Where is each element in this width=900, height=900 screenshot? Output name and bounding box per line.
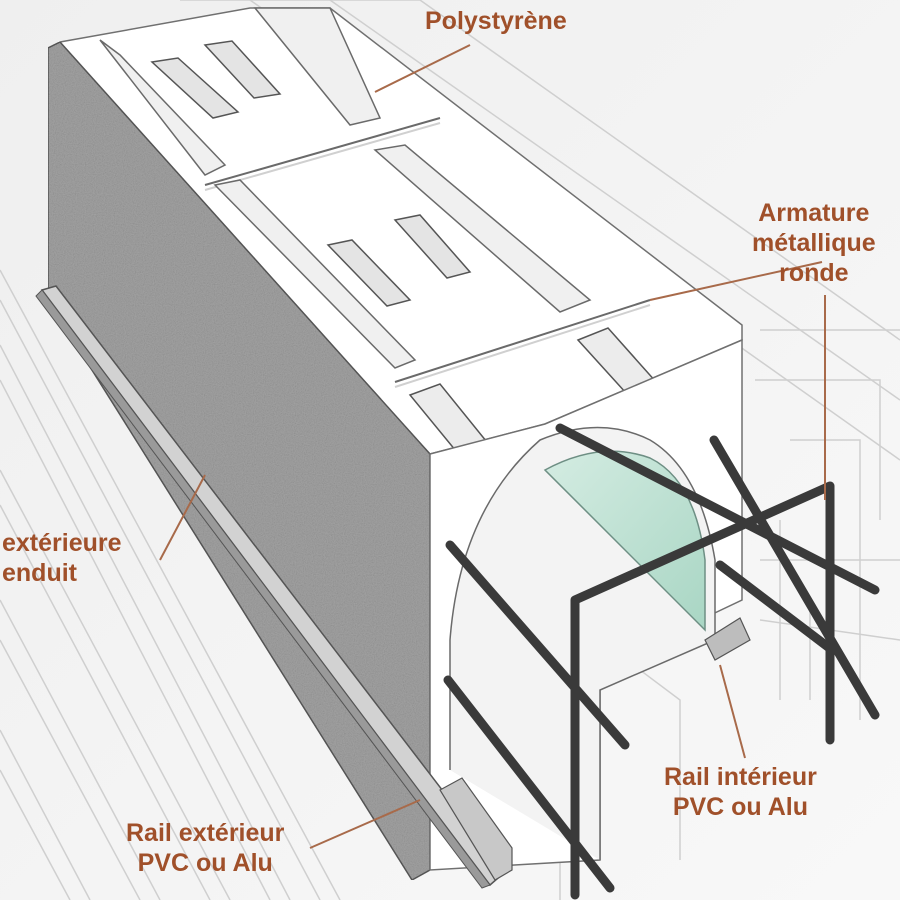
label-armature: Armature métallique ronde — [752, 198, 876, 288]
leader-lines — [159, 44, 826, 849]
label-rail-exterieur-line2: PVC ou Alu — [137, 849, 273, 877]
label-rail-interieur: Rail intérieur PVC ou Alu — [664, 762, 817, 822]
label-rail-interieur-line2: PVC ou Alu — [672, 793, 808, 821]
label-exterieur-line2: enduit — [2, 559, 77, 587]
block-top-face — [59, 7, 743, 463]
label-rail-interieur-line1: Rail intérieur — [664, 763, 817, 791]
label-armature-line1: Armature — [758, 199, 870, 227]
label-rail-exterieur-line1: Rail extérieur — [126, 819, 285, 847]
label-polystyrene: Polystyrène — [425, 6, 567, 36]
rebar-cage — [443, 423, 880, 900]
rail-exterior — [35, 285, 513, 889]
label-polystyrene-text: Polystyrène — [425, 7, 567, 35]
label-exterieur-line1: extérieure — [2, 529, 122, 557]
label-armature-line2: métallique — [752, 229, 876, 257]
label-armature-line3: ronde — [779, 259, 849, 287]
label-rail-exterieur: Rail extérieur PVC ou Alu — [126, 818, 284, 878]
block-end-face — [429, 338, 751, 871]
label-exterieur: extérieure enduit — [2, 528, 122, 588]
